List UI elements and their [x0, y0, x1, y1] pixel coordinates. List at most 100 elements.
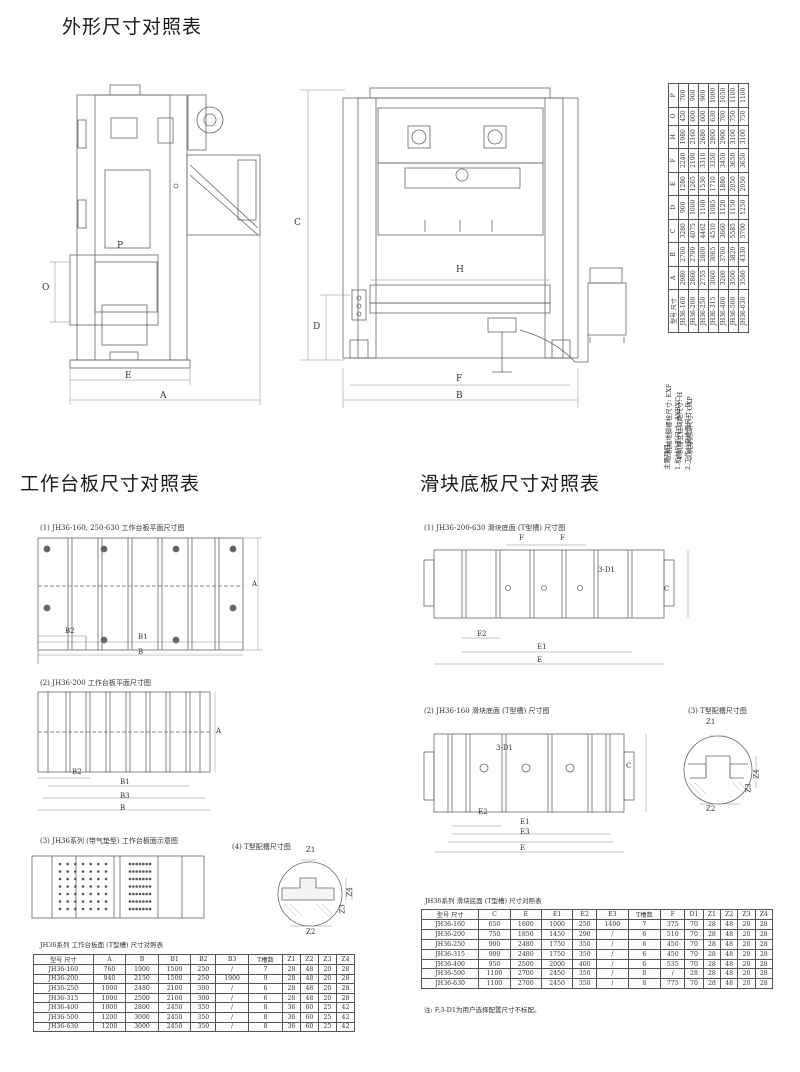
- table-cell: 1000: [688, 195, 699, 220]
- pin-hole: [145, 892, 148, 896]
- outline-note-5: 5.机身侧口尺寸: OXP: [686, 396, 694, 460]
- dim-label-e-side: E: [125, 371, 132, 381]
- table-cell: 775: [660, 978, 686, 990]
- table-cell: 300: [190, 983, 217, 994]
- table-cell: 4330: [738, 242, 749, 267]
- pin-hole: [81, 892, 85, 896]
- dim-label-h: H: [456, 265, 464, 275]
- table-cell: 20: [317, 964, 337, 975]
- table-cell: 28: [754, 938, 774, 950]
- corner-top: 尺寸: [671, 298, 678, 311]
- table-cell: 2190: [688, 148, 699, 173]
- table-cell: 3260: [718, 266, 729, 290]
- pin-hole: [138, 877, 142, 881]
- table-column-header: H: [668, 125, 679, 149]
- pin-hole: [89, 862, 92, 866]
- table-column-header: A: [92, 954, 127, 965]
- wt1-b2: B2: [65, 627, 75, 635]
- row-model: JH36-400: [33, 1002, 94, 1013]
- table-column-header: E3: [596, 909, 629, 920]
- table-column-header: Z2: [299, 954, 319, 965]
- table-cell: 2480: [125, 983, 159, 994]
- outline-note-3: 3.机械地脚螺栓尺寸: EXF: [665, 383, 673, 460]
- table-cell: 42: [335, 1002, 356, 1013]
- sl-z2: Z2: [706, 805, 716, 813]
- table-column-header: D: [668, 195, 679, 220]
- slider-caption-3: (3) T型配槽尺寸图: [688, 707, 747, 715]
- table-column-header: C: [478, 909, 511, 920]
- table-cell: 3650: [728, 148, 739, 173]
- table-cell: /: [215, 1002, 249, 1013]
- pin-hole: [128, 892, 132, 896]
- sl1-e1: E1: [537, 643, 547, 651]
- table-column-header: E: [668, 172, 679, 196]
- table-cell: 350: [190, 1021, 217, 1033]
- table-cell: 8: [247, 1002, 283, 1013]
- cushion-pin-holes: [58, 862, 152, 911]
- table-cell: 350: [190, 1002, 217, 1013]
- pin-hole: [142, 892, 145, 896]
- table-column-header: P: [668, 83, 679, 108]
- dim-label-d: D: [313, 322, 321, 332]
- table-cell: 1265: [688, 172, 699, 196]
- pin-hole: [104, 885, 108, 888]
- table-cell: 48: [720, 978, 739, 990]
- table-cell: 600: [688, 107, 699, 126]
- table-cell: 28: [702, 978, 722, 990]
- table-cell: 600: [698, 107, 709, 126]
- table-cell: 2700: [509, 968, 542, 980]
- table-cell: 1980: [678, 125, 689, 149]
- pin-hole: [142, 900, 145, 903]
- table-cell: 1000: [708, 83, 719, 108]
- table-cell: 1120: [718, 195, 729, 220]
- table-cell: 9: [247, 973, 283, 985]
- table-cell: 28: [702, 938, 722, 950]
- table-cell: 28: [754, 919, 774, 930]
- table-cell: 2050: [728, 172, 739, 196]
- table-cell: 630: [708, 107, 719, 126]
- pin-hole: [74, 877, 77, 881]
- wt2-b2: B2: [72, 768, 82, 776]
- table-cell: 2240: [678, 148, 689, 173]
- table-cell: 28: [281, 973, 301, 985]
- table-cell: 36: [281, 1021, 301, 1033]
- pin-hole: [104, 862, 108, 866]
- table-cell: 28: [754, 968, 774, 980]
- table-cell: 535: [660, 958, 686, 970]
- table-cell: 760: [92, 964, 127, 975]
- table-cell: 8: [247, 1011, 283, 1023]
- wt2-b3: B3: [120, 792, 130, 800]
- outline-heading: 外形尺寸对照表: [62, 16, 203, 38]
- table-cell: /: [596, 948, 629, 960]
- table-cell: 36: [281, 1002, 301, 1013]
- table-column-header: B1: [157, 954, 192, 965]
- pin-hole: [138, 885, 142, 888]
- pin-hole: [104, 870, 108, 873]
- table-cell: 3500: [728, 266, 739, 290]
- pin-hole: [138, 892, 142, 896]
- pin-hole: [89, 885, 92, 888]
- table-cell: 48: [720, 938, 739, 950]
- row-model: JH36-250: [420, 938, 480, 950]
- table-cell: 48: [720, 958, 739, 970]
- table-cell: 250: [190, 973, 217, 985]
- worktable-table-title: JH36系列 工作台板面 (T型槽) 尺寸对照表: [40, 941, 164, 949]
- sl2-d1: 3-D1: [496, 744, 513, 752]
- row-model: JH36-160: [33, 964, 94, 975]
- pin-hole: [74, 862, 77, 866]
- table-cell: 3100: [738, 125, 749, 149]
- outline-drawing: [50, 84, 627, 408]
- pin-hole: [148, 892, 152, 896]
- table-cell: 1100: [478, 978, 511, 990]
- worktable-heading: 工作台板尺寸对照表: [20, 473, 201, 495]
- row-model: JH36-500: [728, 289, 739, 333]
- row-model: JH36-500: [420, 968, 480, 980]
- table-cell: 8: [627, 968, 662, 980]
- pin-hole: [104, 907, 108, 911]
- row-model: JH36-250: [33, 983, 94, 994]
- table-cell: 70: [684, 958, 704, 970]
